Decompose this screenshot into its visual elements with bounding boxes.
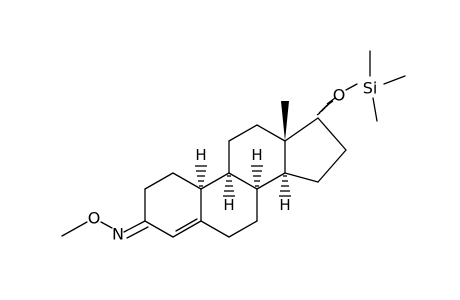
atom-h-14alpha: H [279,196,290,214]
bond-si-methyl-bottom [372,97,378,122]
bond-c16-c17 [317,117,347,151]
methyl-wedge [281,101,289,141]
atom-oxygen-oxime: O [88,209,101,228]
h8-hashed-bond [251,165,263,187]
h10-hashed-bond [195,165,207,187]
atom-silicon: Si [363,79,378,98]
atom-h-10beta: H [195,146,206,164]
bond-c6-c5 [200,220,230,238]
h14-hashed-bond [279,175,291,197]
c17-o-hashed-bond [316,97,336,116]
bond-o-si [345,83,358,91]
bond-c5-c4 [172,220,202,238]
bond-c17-c13 [284,117,319,142]
atom-h-9alpha: H [223,196,234,214]
bond-o-n [100,221,113,229]
bond-methyl-o [61,221,88,237]
bond-c10-c9 [200,172,230,190]
bond-c4-c3 [144,220,174,238]
atom-h-8beta: H [251,146,262,164]
bond-c4-c5-inner [175,218,198,232]
bond-c14-c15 [284,172,319,183]
atom-nitrogen-oxime: N [112,225,124,244]
bond-c2-c1 [144,172,174,190]
h9-hashed-bond [223,175,235,197]
bond-c9-c8 [228,172,258,190]
bond-c12-c13 [256,124,286,142]
bond-c15-c16 [317,149,347,183]
bond-c3-n-2 [126,226,149,239]
atom-oxygen-silyl: O [333,86,346,105]
bond-c14-c8 [256,172,286,190]
bond-c7-c6 [228,220,258,238]
bond-c3-n-1 [123,220,146,233]
bond-c11-c12 [228,124,258,142]
bond-c1-c10 [172,172,202,190]
bond-si-methyl-right [383,75,406,85]
